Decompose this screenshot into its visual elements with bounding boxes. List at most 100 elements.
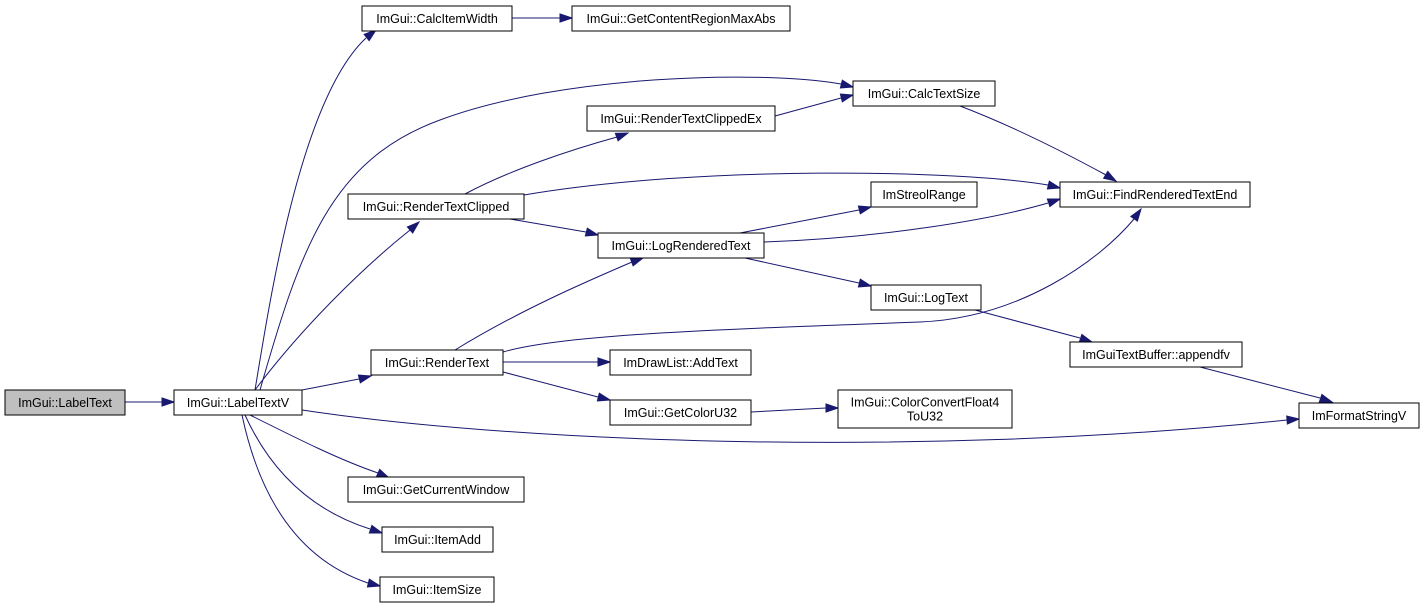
edge-logrenderedtext-to-findrenderedtextend [763, 198, 1062, 243]
edge-labeltextv-to-itemsize [241, 414, 382, 588]
node-box [1069, 341, 1243, 368]
arrowhead-icon [584, 227, 600, 237]
arrowhead-icon [363, 29, 378, 42]
node-getcontentregionmaxabs[interactable]: ImGui::GetContentRegionMaxAbs [571, 5, 791, 32]
node-addtext[interactable]: ImDrawList::AddText [609, 349, 752, 376]
node-label: ImGui::FindRenderedTextEnd [1073, 188, 1238, 202]
edges-layer [125, 13, 1334, 588]
edge-line [509, 218, 587, 233]
node-box [586, 105, 776, 132]
arrowhead-icon [1078, 333, 1094, 343]
edge-line [1199, 366, 1321, 399]
edge-labeltextv-to-rendertextclipped [254, 220, 421, 391]
node-imformatstringv[interactable]: ImFormatStringV [1298, 402, 1420, 429]
edge-line [244, 414, 371, 530]
arrowhead-icon [1046, 180, 1062, 190]
edge-labeltextv-to-calctextsize [259, 76, 855, 391]
node-imstreolrange[interactable]: ImStreolRange [870, 181, 978, 208]
edge-line [763, 202, 1049, 243]
node-box [870, 181, 978, 208]
node-rendertext[interactable]: ImGui::RenderText [370, 349, 504, 376]
edge-line [744, 257, 860, 284]
node-box [381, 526, 494, 553]
node-label: ImDrawList::AddText [623, 356, 738, 370]
edge-line [502, 218, 1135, 353]
arrowhead-icon [559, 13, 574, 23]
node-findrenderedtextend[interactable]: ImGui::FindRenderedTextEnd [1059, 181, 1251, 208]
node-calctextsize[interactable]: ImGui::CalcTextSize [852, 80, 996, 107]
edge-calcitemwidth-to-getcontentregionmaxabs [512, 13, 574, 23]
node-label: ImGui::GetColorU32 [624, 406, 737, 420]
edge-getcoloru32-to-colorconvert [750, 403, 840, 413]
arrowhead-icon [629, 257, 645, 267]
node-label: ImGui::GetCurrentWindow [363, 483, 511, 497]
edge-rendertextclipped-to-findrenderedtextend [523, 172, 1062, 196]
arrowhead-icon [825, 403, 840, 413]
edge-logrenderedtext-to-logtext [744, 257, 873, 288]
node-label: ImGui::GetContentRegionMaxAbs [587, 12, 776, 26]
node-label: ImStreolRange [882, 188, 965, 202]
edge-rendertextclipped-to-logrenderedtext [509, 218, 600, 237]
node-box [173, 389, 303, 416]
node-box [837, 389, 1013, 429]
arrowhead-icon [839, 79, 855, 89]
node-box [4, 389, 126, 416]
node-itemadd[interactable]: ImGui::ItemAdd [381, 526, 494, 553]
node-label: ImGui::LogText [884, 291, 969, 305]
edge-line [739, 209, 860, 234]
edge-calctextsize-to-findrenderedtextend [959, 105, 1118, 182]
edge-labeltextv-to-calcitemwidth [254, 29, 378, 391]
node-label: ImGui::RenderText [385, 356, 490, 370]
node-itemsize[interactable]: ImGui::ItemSize [379, 576, 495, 603]
node-label: ImGui::CalcItemWidth [376, 12, 498, 26]
edge-labeltextv-to-getcurrentwindow [249, 414, 391, 479]
node-box [870, 284, 982, 311]
arrowhead-icon [366, 578, 382, 588]
node-label: ImGui::RenderTextClippedEx [600, 112, 762, 126]
edge-line [301, 378, 360, 391]
node-box [347, 193, 525, 220]
edge-labeltextv-to-itemadd [244, 414, 384, 534]
node-rendertextclipped[interactable]: ImGui::RenderTextClipped [347, 193, 525, 220]
edge-labeltext-to-labeltextv [125, 397, 176, 407]
node-logrenderedtext[interactable]: ImGui::LogRenderedText [597, 232, 765, 259]
node-labeltext[interactable]: ImGui::LabelText [4, 389, 126, 416]
edge-line [454, 261, 633, 351]
node-box [379, 576, 495, 603]
arrowhead-icon [406, 220, 421, 234]
edge-labeltextv-to-imformatstringv [301, 409, 1301, 443]
edge-rendertext-to-findrenderedtextend [502, 207, 1142, 353]
node-logtext[interactable]: ImGui::LogText [870, 284, 982, 311]
node-box [571, 5, 791, 32]
edge-line [959, 105, 1107, 176]
node-label: ImGui::ColorConvertFloat4 [851, 396, 1000, 410]
node-box [609, 399, 752, 426]
node-label: ImGui::RenderTextClipped [363, 200, 510, 214]
arrowhead-icon [368, 524, 384, 534]
node-labeltextv[interactable]: ImGui::LabelTextV [173, 389, 303, 416]
edge-line [774, 97, 842, 117]
edge-line [464, 136, 618, 195]
node-appendfv[interactable]: ImGuiTextBuffer::appendfv [1069, 341, 1243, 368]
node-box [852, 80, 996, 107]
edge-line [254, 37, 367, 391]
edge-line [249, 414, 379, 474]
node-getcurrentwindow[interactable]: ImGui::GetCurrentWindow [347, 476, 525, 503]
node-rendertextclippedex[interactable]: ImGui::RenderTextClippedEx [586, 105, 776, 132]
edge-rendertext-to-addtext [503, 357, 612, 367]
node-calcitemwidth[interactable]: ImGui::CalcItemWidth [361, 5, 513, 32]
node-box [347, 476, 525, 503]
arrowhead-icon [1129, 207, 1142, 222]
arrowhead-icon [1102, 170, 1118, 182]
edge-line [259, 76, 842, 391]
node-label: ImGui::ItemSize [393, 583, 482, 597]
edge-rendertextclipped-to-rendertextclippedex [464, 132, 630, 195]
node-getcoloru32[interactable]: ImGui::GetColorU32 [609, 399, 752, 426]
node-label: ImGui::LabelText [18, 396, 112, 410]
node-label: ImGui::CalcTextSize [868, 87, 981, 101]
node-label: ImGui::LogRenderedText [612, 239, 751, 253]
edge-rendertextclippedex-to-calctextsize [774, 93, 855, 117]
edge-line [502, 371, 599, 398]
